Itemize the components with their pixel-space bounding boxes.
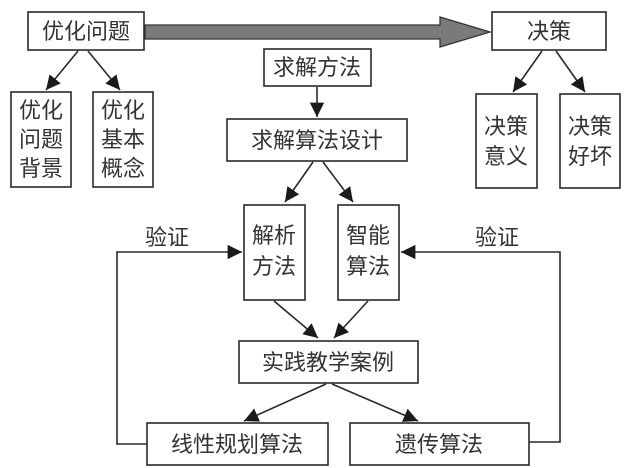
label-line: 问题 xyxy=(19,128,63,153)
big-arrow xyxy=(144,16,493,48)
node-analytic-methods: 解析 方法 xyxy=(243,204,306,301)
label-line: 背景 xyxy=(19,157,63,182)
node-opt-concepts: 优化 基本 概念 xyxy=(92,91,154,188)
label-line: 算法 xyxy=(346,255,390,280)
edge-decision-to-meaning xyxy=(512,50,543,93)
node-opt-problem: 优化问题 xyxy=(27,11,145,51)
label-line: 好坏 xyxy=(568,145,612,170)
node-algo-design: 求解算法设计 xyxy=(226,118,408,162)
node-opt-background: 优化 问题 背景 xyxy=(10,91,72,188)
label-line: 决策 xyxy=(484,115,528,140)
node-linear-programming: 线性规划算法 xyxy=(146,422,329,466)
edge-design-to-intelligent xyxy=(322,161,354,203)
edge-decision-to-quality xyxy=(555,50,586,93)
edge-cases-to-lp xyxy=(243,383,327,422)
verify-left-label: 验证 xyxy=(145,226,189,251)
edge-verify-left xyxy=(116,244,242,445)
edge-intelligent-to-cases xyxy=(333,300,369,339)
edge-verify-right xyxy=(401,244,561,443)
label-line: 智能 xyxy=(346,224,390,249)
label-line: 概念 xyxy=(101,157,145,182)
node-decision-meaning: 决策 意义 xyxy=(475,93,538,189)
label-line: 基本 xyxy=(101,128,145,153)
node-linear-programming-label: 线性规划算法 xyxy=(171,433,303,458)
label-line: 优化 xyxy=(19,99,63,124)
node-genetic-algo-label: 遗传算法 xyxy=(395,433,483,458)
label-line: 意义 xyxy=(484,145,528,170)
edge-design-to-analytic xyxy=(284,161,314,203)
edge-analytic-to-cases xyxy=(273,300,319,339)
node-opt-problem-label: 优化问题 xyxy=(42,20,130,45)
label-line: 优化 xyxy=(101,99,145,124)
label-line: 决策 xyxy=(568,115,612,140)
node-decision-quality: 决策 好坏 xyxy=(559,93,621,189)
label-line: 解析 xyxy=(252,224,296,249)
node-teaching-cases: 实践教学案例 xyxy=(238,340,419,384)
edge-opt-to-background xyxy=(45,50,79,91)
label-line: 方法 xyxy=(252,255,296,280)
node-solve-methods: 求解方法 xyxy=(263,48,372,87)
node-genetic-algo: 遗传算法 xyxy=(349,422,530,466)
node-intelligent-algos: 智能 算法 xyxy=(337,204,400,301)
node-algo-design-label: 求解算法设计 xyxy=(251,129,383,154)
node-teaching-cases-label: 实践教学案例 xyxy=(262,351,394,376)
verify-right-label: 验证 xyxy=(475,226,519,251)
edge-cases-to-ga xyxy=(331,383,419,422)
node-decision-label: 决策 xyxy=(527,20,571,45)
edge-opt-to-concepts xyxy=(87,50,121,91)
node-solve-methods-label: 求解方法 xyxy=(273,56,361,81)
node-decision: 决策 xyxy=(491,11,607,51)
